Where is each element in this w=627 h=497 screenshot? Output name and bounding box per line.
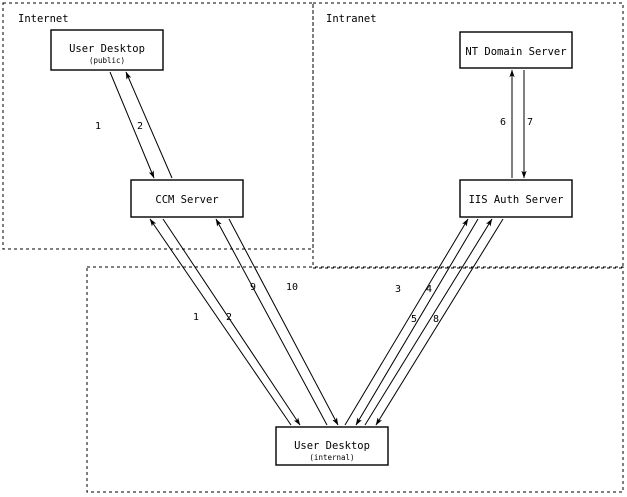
flow-public-ccm <box>109 71 173 179</box>
step-label-2-internal: 2 <box>226 312 232 323</box>
step-label-1-internal: 1 <box>193 312 199 323</box>
flow-iis-ntdomain <box>509 69 527 179</box>
step-label-4: 4 <box>426 284 432 295</box>
node-nt-domain-server-title: NT Domain Server <box>465 46 566 58</box>
node-user-desktop-internal-box[interactable] <box>275 426 389 466</box>
node-user-desktop-internal-subtitle: (internal) <box>309 453 354 462</box>
step-label-6: 6 <box>500 117 506 128</box>
flow-line-step-3 <box>344 218 469 426</box>
step-label-1-public: 1 <box>95 121 101 132</box>
node-user-desktop-public-subtitle: (public) <box>89 56 125 65</box>
zone-internet-label: Internet <box>18 13 69 25</box>
flow-line-step-9 <box>215 218 328 426</box>
flow-line-step-1 <box>109 71 155 179</box>
step-label-2-public: 2 <box>137 121 143 132</box>
node-iis-auth-server-title: IIS Auth Server <box>469 194 564 206</box>
flow-internal-ccm-b <box>215 218 339 426</box>
step-label-5: 5 <box>411 314 417 325</box>
node-ccm-server-title: CCM Server <box>155 194 218 206</box>
flow-internal-ccm-a <box>149 218 301 426</box>
step-labels: 1 2 1 2 3 4 5 6 7 8 9 10 <box>95 117 533 325</box>
node-user-desktop-public[interactable]: User Desktop (public) <box>50 29 164 71</box>
flow-internal-iis-b <box>364 218 504 426</box>
step-label-3: 3 <box>395 284 401 295</box>
step-label-9: 9 <box>250 282 256 293</box>
flow-line-step-2-internal <box>162 218 301 426</box>
flow-line-step-1-internal <box>149 218 292 426</box>
node-user-desktop-public-box[interactable] <box>50 29 164 71</box>
step-label-7: 7 <box>527 117 533 128</box>
zone-internal-border <box>86 266 624 493</box>
zone-intranet: Intranet <box>312 2 624 269</box>
zone-intranet-label: Intranet <box>326 13 377 25</box>
flow-line-step-2 <box>125 71 173 179</box>
flow-line-step-8 <box>375 218 504 426</box>
node-iis-auth-server[interactable]: IIS Auth Server <box>459 179 573 218</box>
flow-internal-iis-a <box>344 218 479 426</box>
node-user-desktop-public-title: User Desktop <box>69 43 145 55</box>
node-user-desktop-internal-title: User Desktop <box>294 440 370 452</box>
node-nt-domain-server[interactable]: NT Domain Server <box>459 31 573 69</box>
step-label-8: 8 <box>433 314 439 325</box>
node-nt-domain-server-box[interactable] <box>459 31 573 69</box>
node-user-desktop-internal[interactable]: User Desktop (internal) <box>275 426 389 466</box>
node-iis-auth-server-box[interactable] <box>459 179 573 218</box>
step-label-10: 10 <box>286 282 298 293</box>
node-ccm-server[interactable]: CCM Server <box>130 179 244 218</box>
node-ccm-server-box[interactable] <box>130 179 244 218</box>
zone-internal <box>86 266 624 493</box>
flow-line-step-10 <box>228 218 339 426</box>
flow-line-step-5 <box>364 218 493 426</box>
flow-line-step-4 <box>355 218 479 426</box>
